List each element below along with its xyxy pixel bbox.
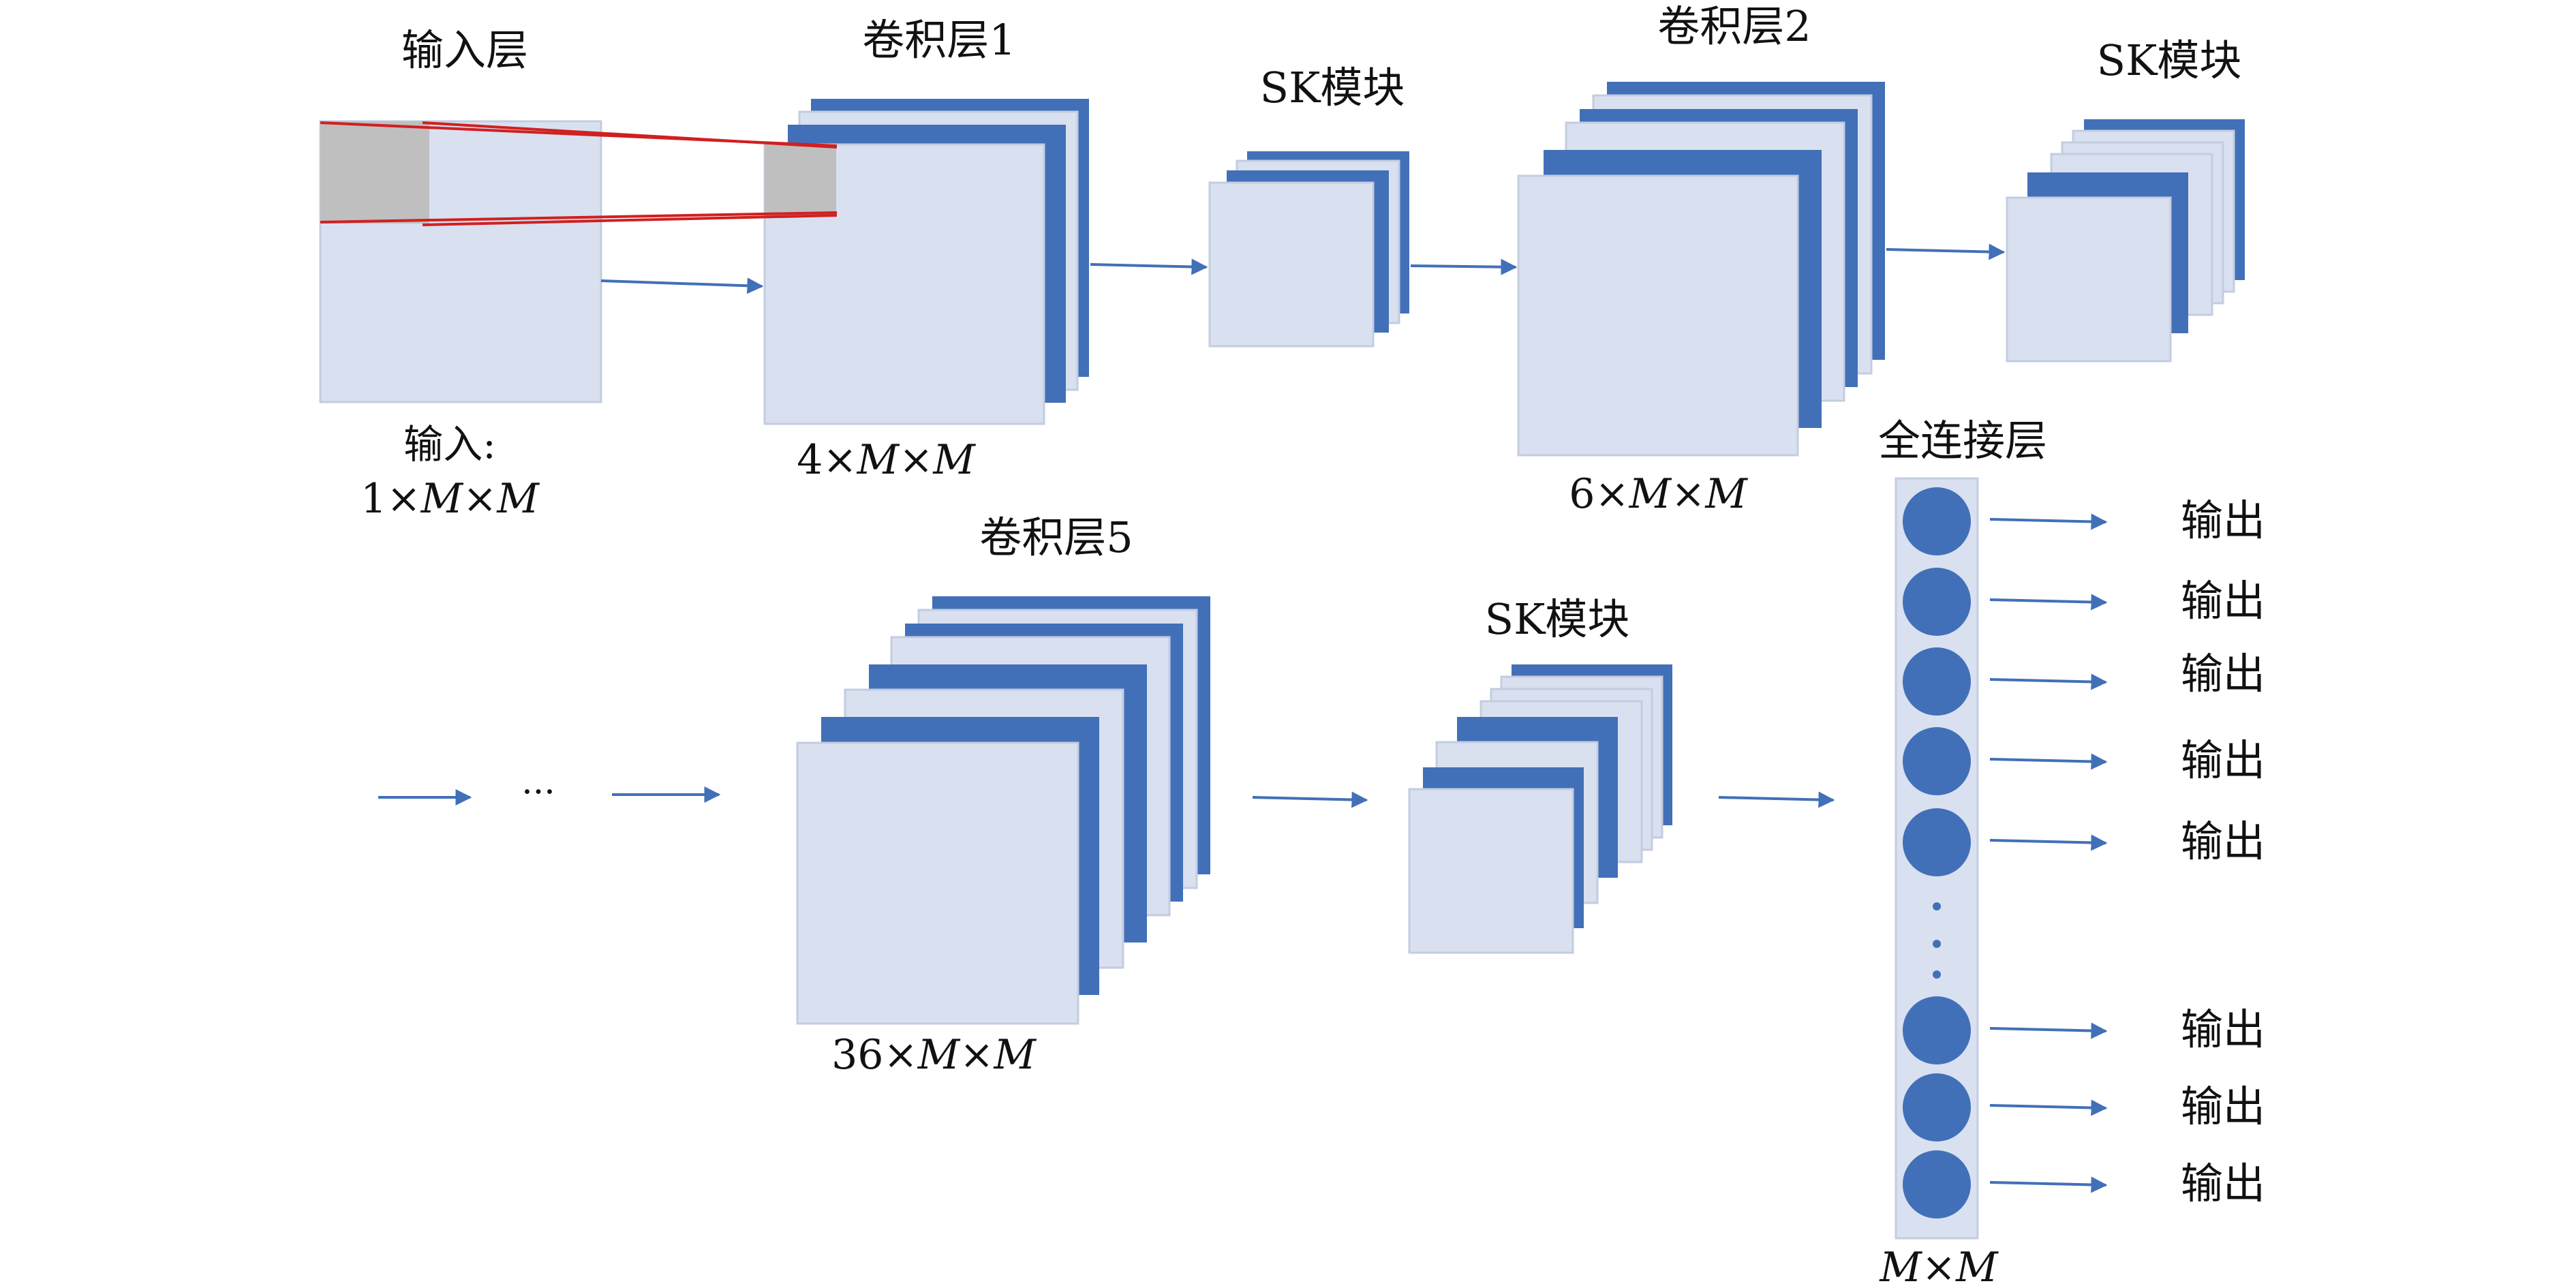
- fc-node: [1903, 647, 1971, 716]
- output-label: 输出: [2181, 1005, 2265, 1054]
- output-arrow: [1989, 753, 2108, 770]
- sk1-title: SK模块: [1260, 63, 1405, 112]
- ellipsis: ···: [521, 772, 555, 813]
- flow-arrows: [378, 243, 2006, 808]
- sk1-stack: [1208, 151, 1409, 348]
- conv2-dim-label: 6×M×M: [1569, 470, 1748, 518]
- output-arrows: [1989, 513, 2108, 1193]
- arrow-conv1-to-sk1: [1090, 258, 1208, 275]
- conv1-dim-label: 4×M×M: [797, 436, 976, 484]
- output-arrow: [1989, 834, 2108, 851]
- conv1-stack: [763, 99, 1089, 425]
- arrow-sk3-to-fc: [1718, 791, 1835, 808]
- arrow-input-to-conv1: [600, 277, 764, 294]
- sk3-stack: [1408, 664, 1672, 954]
- output-arrow: [1989, 673, 2108, 690]
- output-label: 输出: [2181, 735, 2265, 785]
- input-label: 输入:: [403, 421, 496, 467]
- input-layer: [319, 120, 602, 403]
- conv2-title: 卷积层2: [1657, 1, 1811, 51]
- arrow-conv2-to-sk2: [1886, 243, 2006, 260]
- sk2-front-map: [2006, 196, 2172, 363]
- conv1-title: 卷积层1: [862, 15, 1015, 65]
- fc-node: [1903, 727, 1971, 795]
- output-label: 输出: [2181, 1082, 2265, 1131]
- output-label: 输出: [2181, 576, 2265, 626]
- conv1-kernel-window: [765, 144, 836, 216]
- input-layer-title: 输入层: [401, 25, 528, 75]
- output-label: 输出: [2181, 1159, 2265, 1208]
- conv5-front-map: [796, 741, 1079, 1025]
- sk2-title: SK模块: [2097, 35, 2242, 85]
- conv5-stack: [796, 596, 1210, 1025]
- fc-node: [1903, 996, 1971, 1064]
- output-label: 输出: [2181, 649, 2265, 699]
- sk2-stack: [2006, 119, 2245, 363]
- output-arrow: [1989, 1176, 2108, 1193]
- receptive-field-lines: [320, 121, 838, 226]
- arrow-conv5-to-sk3: [1252, 791, 1368, 808]
- sk3-title: SK模块: [1485, 594, 1630, 644]
- output-label: 输出: [2181, 816, 2265, 866]
- input-dim-label: 1×M×M: [361, 475, 540, 523]
- conv5-dim-label: 36×M×M: [831, 1031, 1037, 1079]
- output-arrow: [1989, 1022, 2108, 1039]
- fc-node: [1903, 808, 1971, 876]
- fc-node: [1903, 487, 1971, 555]
- fc-nodes: [1903, 487, 1971, 1218]
- fc-title: 全连接层: [1878, 416, 2047, 465]
- arrow-sk1-to-conv2: [1410, 258, 1518, 275]
- fc-node: [1903, 1150, 1971, 1218]
- input-kernel-window: [320, 121, 429, 224]
- conv2-stack: [1517, 82, 1885, 457]
- conv5-title: 卷积层5: [979, 512, 1133, 562]
- output-arrow: [1989, 594, 2108, 611]
- fc-node: [1903, 568, 1971, 636]
- output-label: 输出: [2181, 495, 2265, 545]
- sk1-front-map: [1208, 181, 1375, 348]
- output-arrow: [1989, 513, 2108, 530]
- sk3-front-map: [1408, 788, 1574, 954]
- fc-dim-label: M×M: [1879, 1244, 1999, 1288]
- output-arrow: [1989, 1099, 2108, 1116]
- fc-node: [1903, 1073, 1971, 1141]
- fc-vertical-dots: [1933, 902, 1941, 979]
- conv2-front-map: [1517, 174, 1799, 457]
